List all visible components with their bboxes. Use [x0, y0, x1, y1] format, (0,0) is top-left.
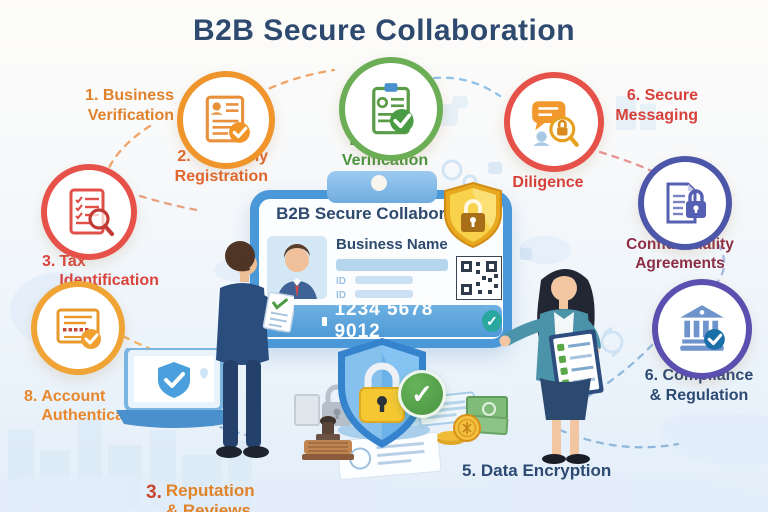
label-reputation-text: Reputation & Reviews: [165, 480, 255, 512]
id-label-2: ID: [336, 290, 346, 301]
id-label-1: ID: [336, 276, 346, 287]
businesswoman-illustration: [499, 269, 604, 464]
compliance-regulation-icon: [652, 279, 752, 379]
label-secure-messaging: 6. Secure Messaging: [615, 87, 698, 124]
label-reputation-reviews: 3.Reputation & Reviews: [146, 460, 255, 512]
due-diligence-icon: [504, 72, 604, 172]
verified-check-icon: ✓: [481, 310, 502, 332]
tax-identification-icon: [41, 164, 137, 260]
qr-code: [456, 256, 502, 300]
label-business-verification: 1. Business Verification: [85, 87, 174, 124]
account-authentication-icon: [31, 281, 125, 375]
chat-search-lock-icon: [532, 101, 579, 147]
clipboard-check-icon: [372, 83, 414, 135]
id-photo: [267, 236, 327, 299]
checklist-magnifier-icon: [69, 188, 114, 236]
gray-document: [294, 394, 320, 426]
card-number-bar: 1234 5678 9012 ✓: [260, 299, 502, 342]
document-person-check-icon: [205, 95, 250, 143]
business-name-label: Business Name: [336, 236, 448, 253]
label-tax-number: 3.: [42, 252, 56, 270]
bill-center-mark: [482, 402, 496, 416]
monitor-screen: B2B Secure Collaboration Business Name I…: [259, 199, 503, 342]
label-data-encryption: 5. Data Encryption: [462, 461, 612, 480]
business-verification-icon: [339, 57, 443, 161]
portrait-man-icon: [267, 236, 327, 299]
gold-coins-icon: [437, 414, 481, 445]
laptop-shield-illustration: [116, 348, 234, 428]
monitor-clip-hole: [371, 175, 387, 191]
card-number: 1234 5678 9012: [334, 299, 434, 342]
certificate-check-icon: [56, 308, 101, 349]
businessman-illustration: [216, 241, 294, 458]
gold-shield-lock-icon: [444, 181, 502, 249]
card-number-bullet: [322, 316, 328, 326]
page-title: B2B Secure Collaboration: [192, 14, 576, 47]
monitor-header: B2B Secure Collaboration: [276, 204, 486, 223]
monitor-id-card: B2B Secure Collaboration Business Name I…: [250, 190, 512, 348]
rubber-stamp-icon: [302, 416, 354, 460]
document-lock-icon: [666, 182, 706, 224]
bank-building-check-icon: [680, 305, 725, 351]
id-field-bar-2: [355, 290, 413, 298]
label-account-number: 8.: [24, 387, 38, 405]
label-reputation-number: 3.: [146, 481, 162, 503]
card-field-bar: [336, 259, 448, 271]
blue-shield-lock-icon: [338, 338, 426, 448]
id-field-bar-1: [355, 276, 413, 284]
company-registration-icon: [177, 71, 275, 169]
approved-check-icon: ✓: [398, 370, 446, 418]
confidentiality-agreements-icon: [638, 156, 732, 250]
